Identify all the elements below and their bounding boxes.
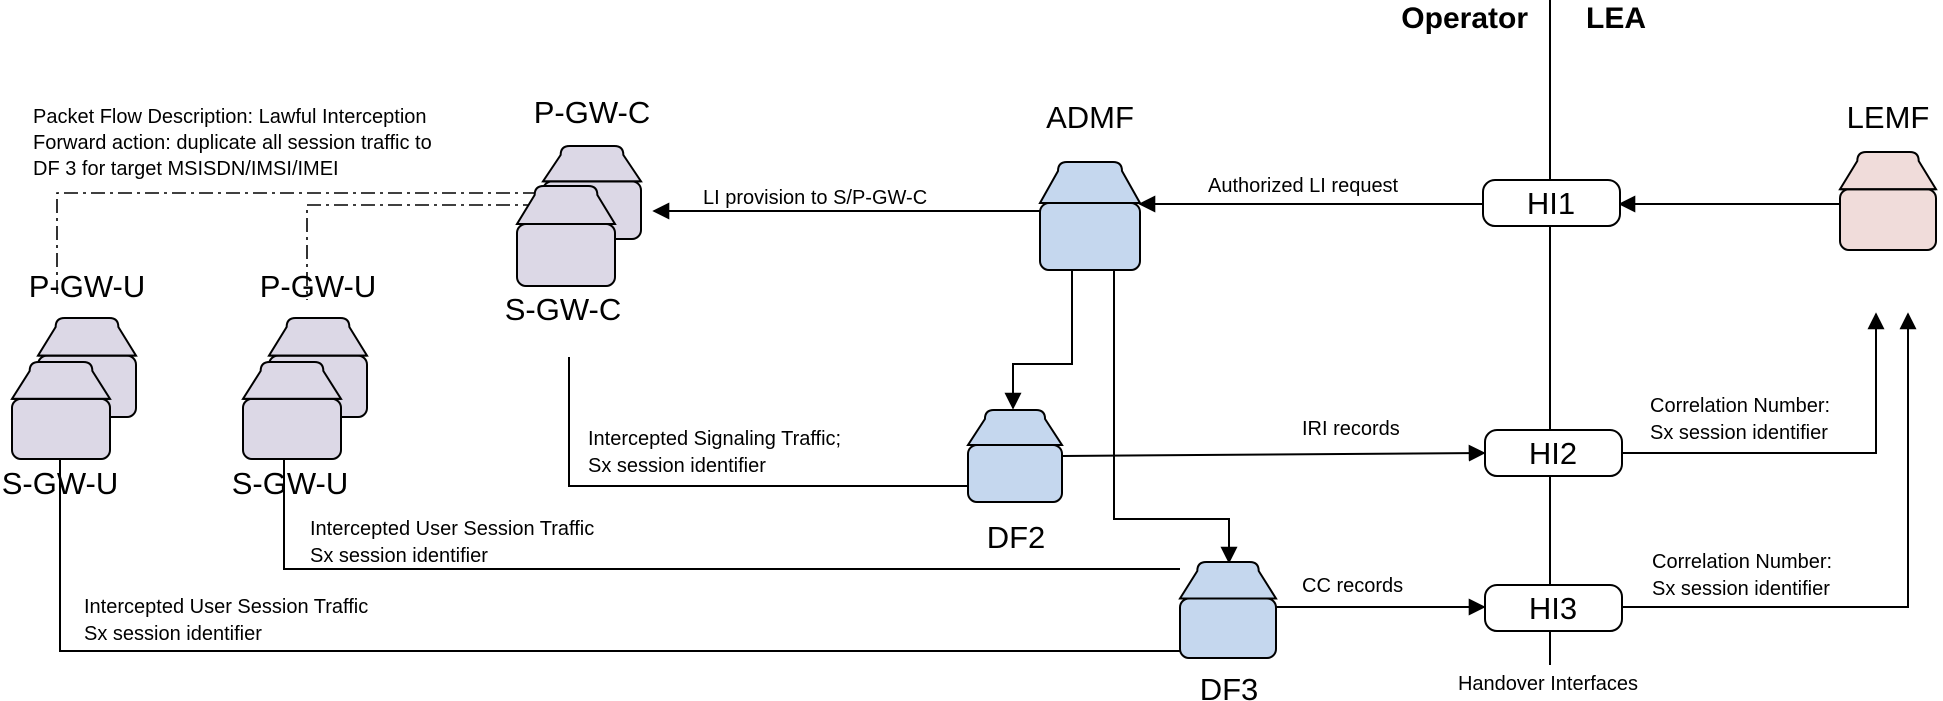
hi2-label: HI2 — [1529, 436, 1577, 471]
connectors — [56, 192, 1917, 652]
network-nodes — [10, 145, 1938, 659]
intercepted-user-left-line-1: Intercepted User Session Traffic — [84, 596, 368, 618]
lemf-label: LEMF — [1847, 100, 1930, 135]
admf-node[interactable] — [1038, 161, 1142, 271]
pgwu-left-label: P-GW-U — [29, 269, 146, 304]
df3-node[interactable] — [1178, 561, 1278, 659]
intercepted-user-left-line-2: Sx session identifier — [84, 623, 262, 645]
cc-records-label: CC records — [1302, 575, 1403, 597]
iri-records-label: IRI records — [1302, 418, 1400, 440]
li-provision-label: LI provision to S/P-GW-C — [703, 187, 927, 209]
hi3-box[interactable]: HI3 — [1484, 584, 1623, 632]
packet-flow-line-2: Forward action: duplicate all session tr… — [33, 132, 432, 154]
correlation-hi3-annotation: Correlation Number: Sx session identifie… — [1652, 551, 1832, 600]
handover-interfaces-label: Handover Interfaces — [1458, 673, 1638, 695]
hi2-to-lemf-arrow — [1622, 312, 1885, 454]
intercepted-signaling-line-1: Intercepted Signaling Traffic; — [588, 428, 841, 450]
packet-flow-line-3: DF 3 for target MSISDN/IMSI/IMEI — [33, 158, 339, 180]
iri-records-arrow — [1061, 444, 1486, 462]
handover-interfaces-annotation: Handover Interfaces — [1440, 668, 1660, 696]
hi2-box[interactable]: HI2 — [1484, 429, 1623, 477]
sgwu-mid-node[interactable] — [241, 361, 343, 460]
admf-to-df3-arrow — [1113, 270, 1238, 564]
sgwu-left-node[interactable] — [10, 361, 112, 460]
pgwu-mid-label: P-GW-U — [260, 269, 377, 304]
sgwc-label: S-GW-C — [505, 292, 622, 327]
intercepted-signaling-line-2: Sx session identifier — [588, 455, 766, 477]
sgwu-left-to-df3-line — [59, 459, 1180, 652]
pgwc-label: P-GW-C — [534, 95, 651, 130]
df2-label: DF2 — [987, 520, 1046, 555]
operator-label: Operator — [1401, 2, 1528, 35]
packet-flow-annotation: Packet Flow Description: Lawful Intercep… — [33, 106, 432, 180]
correlation-hi2-annotation: Correlation Number: Sx session identifie… — [1650, 395, 1830, 444]
sgwu-left-label: S-GW-U — [2, 466, 119, 501]
control-link-pgwu-mid — [306, 204, 537, 300]
control-link-pgwu-left — [56, 192, 537, 296]
correlation-hi3-line-2: Sx session identifier — [1652, 578, 1830, 600]
intercepted-user-mid-line-1: Intercepted User Session Traffic — [310, 518, 594, 540]
sgwc-to-df2-line — [568, 357, 968, 487]
sgwu-mid-label: S-GW-U — [232, 466, 349, 501]
sgwc-node[interactable] — [515, 185, 617, 287]
admf-to-df2-arrow — [1004, 270, 1073, 410]
intercepted-user-left-annotation: Intercepted User Session Traffic Sx sess… — [84, 596, 368, 645]
df3-label: DF3 — [1200, 672, 1259, 701]
correlation-hi2-line-1: Correlation Number: — [1650, 395, 1830, 417]
hi3-to-lemf-arrow — [1622, 312, 1917, 608]
intercepted-user-mid-annotation: Intercepted User Session Traffic Sx sess… — [310, 518, 594, 567]
hi1-label: HI1 — [1527, 186, 1575, 221]
correlation-hi3-line-1: Correlation Number: — [1652, 551, 1832, 573]
intercepted-signaling-annotation: Intercepted Signaling Traffic; Sx sessio… — [588, 428, 841, 477]
lemf-node[interactable] — [1838, 151, 1938, 252]
admf-label: ADMF — [1046, 100, 1134, 135]
packet-flow-line-1: Packet Flow Description: Lawful Intercep… — [33, 106, 427, 128]
intercepted-user-mid-line-2: Sx session identifier — [310, 545, 488, 567]
authorized-li-label: Authorized LI request — [1208, 175, 1399, 197]
correlation-hi2-line-2: Sx session identifier — [1650, 422, 1828, 444]
hi3-label: HI3 — [1529, 591, 1577, 626]
df2-node[interactable] — [966, 409, 1064, 503]
hi1-box[interactable]: HI1 — [1482, 179, 1621, 227]
sgwu-mid-to-df3-line — [283, 459, 1180, 570]
lea-label: LEA — [1586, 2, 1646, 35]
